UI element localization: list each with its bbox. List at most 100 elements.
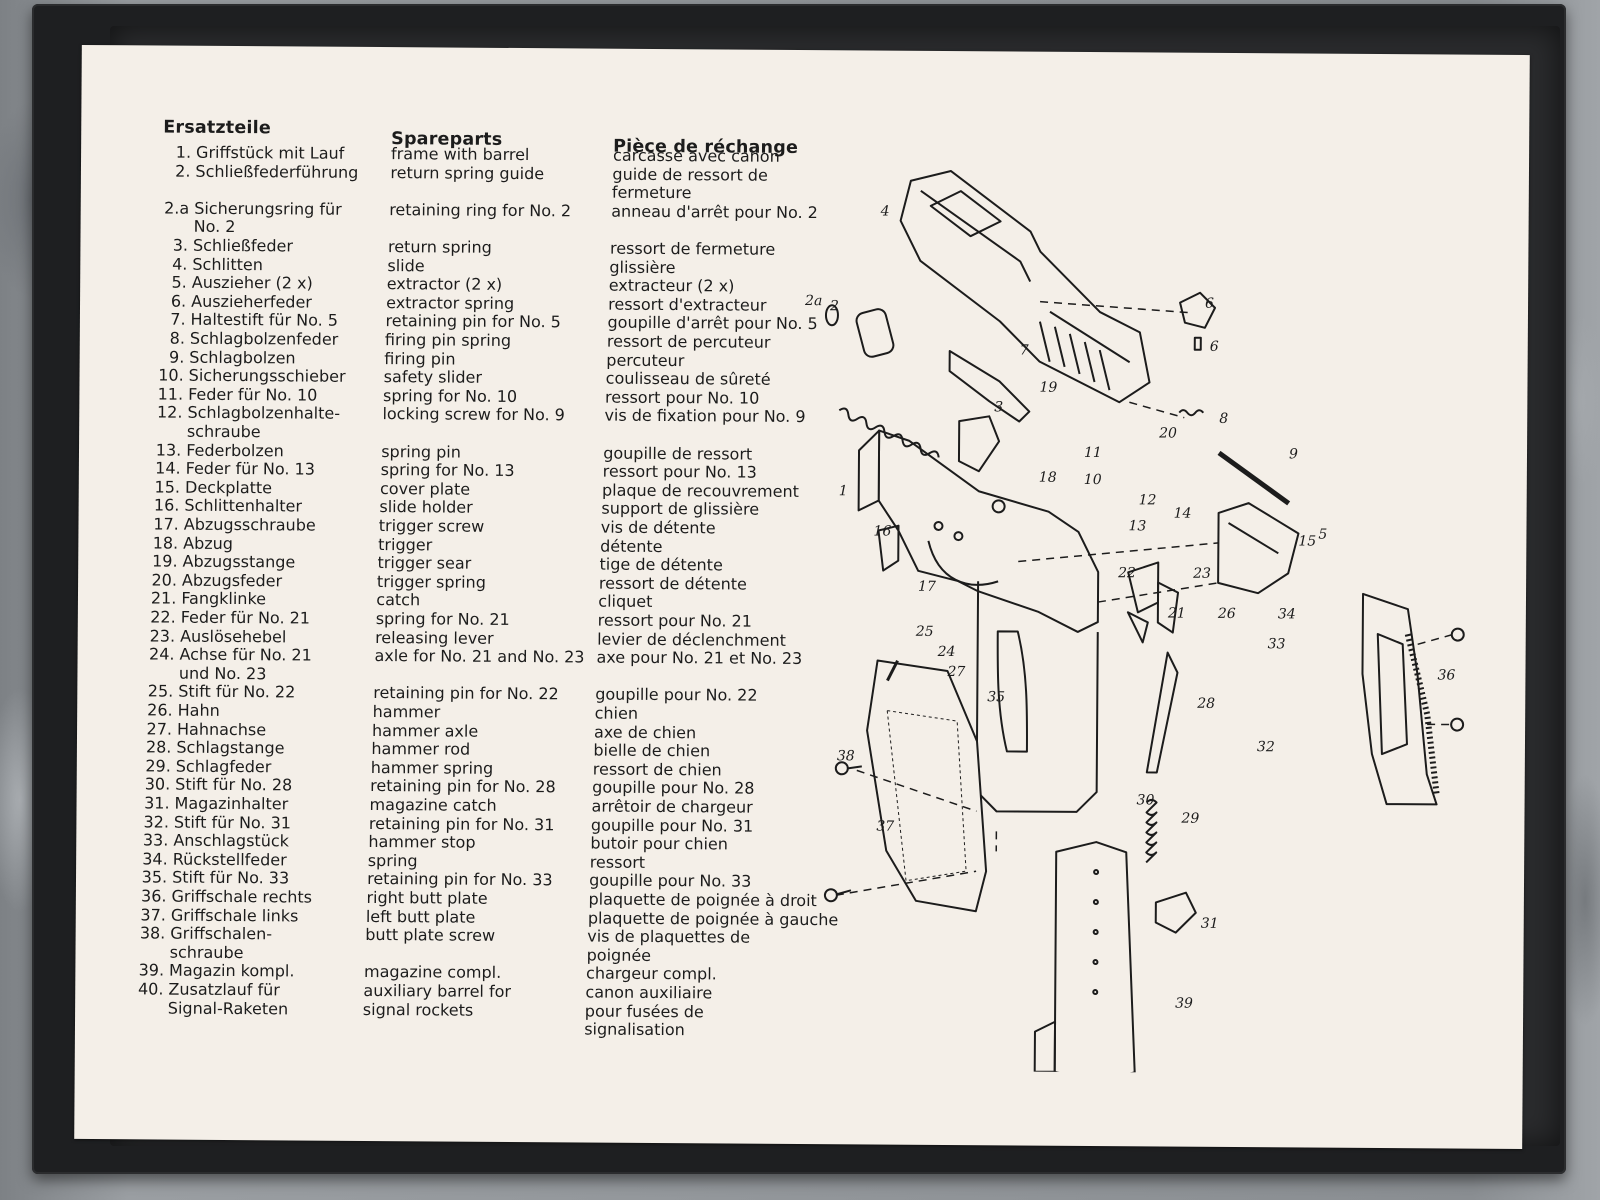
part-name-english: butt plate screw <box>365 925 496 946</box>
part-name-french: ressort pour No. 21 <box>597 610 753 631</box>
assembly-lines <box>835 300 1453 896</box>
exploded-view-diagram: 4 2a 2 3 6 6 7 8 9 10 11 12 13 14 15 16 … <box>795 110 1522 1084</box>
parts-row: 27.Hahnachse hammer axle axe de chien <box>77 719 857 742</box>
label-36: 36 <box>1437 667 1455 683</box>
part-name-german: Ausziehеrfeder <box>191 291 312 312</box>
part-name-german: Sicherungsring für <box>194 198 342 219</box>
part-name-german: Griffschalen- <box>170 923 273 944</box>
label-3: 3 <box>994 399 1003 415</box>
part-name-german: Schlagstange <box>176 737 285 758</box>
part-name-french: arrêtoir de chargeur <box>591 796 753 817</box>
label-15: 15 <box>1298 533 1316 549</box>
part-name-french: support de glissière <box>601 498 760 520</box>
trigger-parts <box>877 350 1197 934</box>
part-name-french: ressort <box>589 852 646 872</box>
parts-list-sheet: Ersatzteile Spareparts Pièce de réchange… <box>74 44 1530 1150</box>
label-9: 9 <box>1289 446 1298 462</box>
part-name-english: hammer axle <box>371 720 479 741</box>
label-31: 31 <box>1201 916 1219 932</box>
part-name-english: hammer <box>372 702 441 722</box>
part-number: 25. <box>147 681 174 702</box>
label-35: 35 <box>987 689 1005 705</box>
label-4: 4 <box>880 204 890 220</box>
part-name-english: spring for No. 13 <box>380 460 515 481</box>
label-26: 26 <box>1217 606 1236 622</box>
label-6b: 6 <box>1210 339 1219 355</box>
part-number: 31. <box>144 793 170 813</box>
part-name-english: spring for No. 21 <box>375 609 510 629</box>
part-name-english: trigger spring <box>376 571 486 592</box>
part-name-french: pour fusées de <box>584 1001 704 1021</box>
part-number: 34. <box>142 849 168 869</box>
part-name-german: Fangklinke <box>181 589 267 609</box>
parts-row: 5.Auszieher (2 x)extractor (2 x)extracte… <box>80 273 860 296</box>
part-name-german: Hahnachse <box>176 719 267 739</box>
part-number: 14. <box>155 458 181 478</box>
part-number: 29. <box>145 756 171 776</box>
label-25: 25 <box>915 624 934 640</box>
part-number: 15. <box>154 477 181 497</box>
part-name-english: trigger <box>378 534 433 555</box>
part-number: 32. <box>143 812 170 832</box>
part-name-german: Stift für No. 33 <box>172 868 290 888</box>
part-name-english: spring for No. 10 <box>383 385 518 406</box>
part-name-german: Abzug <box>183 533 234 553</box>
part-number: 7. <box>170 309 186 330</box>
part-name-french: détente <box>600 536 663 556</box>
part-name-english: trigger screw <box>378 516 485 536</box>
part-name-english: retaining pin for No. 5 <box>385 311 561 332</box>
part-name-english: retaining pin for No. 22 <box>373 683 559 704</box>
label-2: 2 <box>829 298 839 314</box>
part-name-german: schraube <box>186 421 261 442</box>
part-name-french: carcasse avec canon <box>613 145 780 166</box>
part-number: 4. <box>172 254 188 274</box>
part-name-english: locking screw for No. 9 <box>382 404 565 425</box>
part-number: 11. <box>157 384 184 404</box>
spring-guide <box>824 304 895 358</box>
extractor-parts <box>1178 291 1291 506</box>
part-name-french: ressort pour No. 13 <box>602 461 757 482</box>
part-name-german: Magazinhalter <box>174 793 289 814</box>
part-number: 17. <box>153 514 179 534</box>
part-name-french: extracteur (2 x) <box>608 275 735 296</box>
part-name-english: hammer stop <box>368 832 476 852</box>
part-name-german: Schlitten <box>192 254 263 274</box>
label-37: 37 <box>876 819 894 835</box>
parts-table: Ersatzteile Spareparts Pièce de réchange… <box>74 45 862 1144</box>
part-name-german: Anschlagstück <box>173 830 290 851</box>
part-name-german: Schließfederführung <box>195 161 359 182</box>
part-name-german: Federbolzen <box>186 440 284 460</box>
part-name-french: butoir pour chien <box>590 833 729 854</box>
part-name-german: No. 2 <box>193 217 236 237</box>
part-number: 38. <box>139 923 166 943</box>
part-name-german: Auslösehebel <box>180 626 287 646</box>
part-name-english: spring <box>367 850 418 871</box>
part-number: 18. <box>152 533 179 553</box>
part-name-french: plaque de recouvrement <box>601 480 799 501</box>
part-name-english: firing pin <box>384 348 456 369</box>
part-number: 37. <box>140 904 166 925</box>
part-name-german: Sicherungsschieber <box>188 365 346 386</box>
part-name-german: Stift für No. 31 <box>173 812 292 833</box>
exploded-view-svg: 4 2a 2 3 6 6 7 8 9 10 11 12 13 14 15 16 … <box>804 170 1465 1084</box>
slide-part <box>899 170 1151 404</box>
part-number: 27. <box>146 719 173 739</box>
label-16: 16 <box>873 523 891 539</box>
part-name-english: frame with barrel <box>391 144 530 165</box>
part-number: 16. <box>153 495 180 516</box>
part-name-english: magazine compl. <box>364 962 502 983</box>
label-20: 20 <box>1158 425 1177 441</box>
label-7: 7 <box>1020 343 1029 359</box>
return-spring <box>838 407 940 458</box>
part-name-french: axe de chien <box>593 722 697 742</box>
label-10: 10 <box>1084 472 1102 488</box>
part-name-german: Auszieher (2 x) <box>191 272 313 293</box>
part-name-french: tige de détente <box>599 554 723 575</box>
